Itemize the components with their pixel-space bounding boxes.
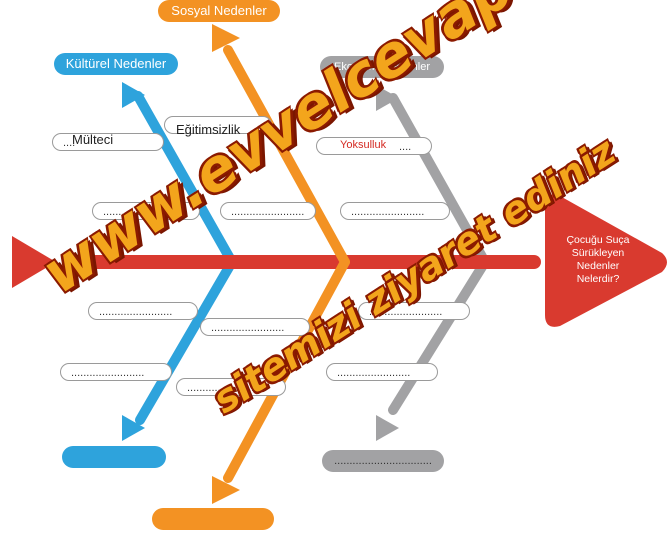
social-arrow-bottom (212, 476, 240, 504)
economic-cause-box-3[interactable]: ........................ (358, 302, 470, 320)
head-arrow (545, 193, 667, 327)
cultural-bone-upper (133, 91, 237, 267)
economic-bottom-pill[interactable]: ................................ (322, 450, 444, 472)
cultural-cause-box-4[interactable]: ........................ (60, 363, 172, 381)
social-bone-upper (223, 45, 350, 267)
social-cause-1: Eğitimsizlik (176, 122, 241, 137)
tail-arrow (12, 236, 56, 288)
economic-arrow-bottom (376, 415, 399, 441)
social-cause-box-3[interactable]: ........................ (200, 318, 310, 336)
economic-cause-1: Yoksulluk (340, 139, 387, 151)
question-title-line-2: Sürükleyen (571, 247, 625, 259)
cultural-cause-box-2[interactable]: ........................ (92, 202, 200, 220)
economic-cause-box-2[interactable]: ........................ (340, 202, 450, 220)
social-arrow-top (212, 24, 240, 52)
economic-cause-box-1[interactable]: .... (316, 137, 432, 155)
cultural-bottom-pill (62, 446, 166, 468)
cultural-arrow-top (122, 82, 145, 108)
social-bottom-pill (152, 508, 274, 530)
cultural-cause-box-3[interactable]: ........................ (88, 302, 198, 320)
social-bone-lower (223, 257, 350, 483)
cultural-cause-1: Mülteci (72, 132, 114, 147)
question-title: Çocuğu Suça Sürükleyen Nedenler Nelerdir… (548, 234, 648, 286)
question-title-line-4: Nelerdir? (576, 273, 620, 285)
question-title-line-3: Nedenler (576, 260, 620, 272)
economic-bone-lower (388, 257, 490, 415)
social-cause-box-1[interactable] (164, 116, 272, 134)
economic-causes-label: Ekonomik Nedenler (320, 56, 444, 78)
economic-arrow-top (376, 85, 399, 111)
social-cause-box-2[interactable]: ........................ (220, 202, 316, 220)
cultural-arrow-bottom (122, 415, 145, 441)
economic-cause-dots: .... (399, 141, 412, 153)
question-title-line-1: Çocuğu Suça (566, 234, 630, 246)
cultural-cause-box-1[interactable]: .... (52, 133, 164, 151)
cultural-causes-label: Kültürel Nedenler (54, 53, 178, 75)
economic-bone-upper (388, 93, 490, 267)
cultural-bone-lower (135, 257, 237, 425)
cultural-cause-dots: .... (63, 137, 76, 149)
economic-cause-box-4[interactable]: ........................ (326, 363, 438, 381)
social-causes-label: Sosyal Nedenler (158, 0, 280, 22)
social-cause-box-4[interactable]: ........................ (176, 378, 286, 396)
